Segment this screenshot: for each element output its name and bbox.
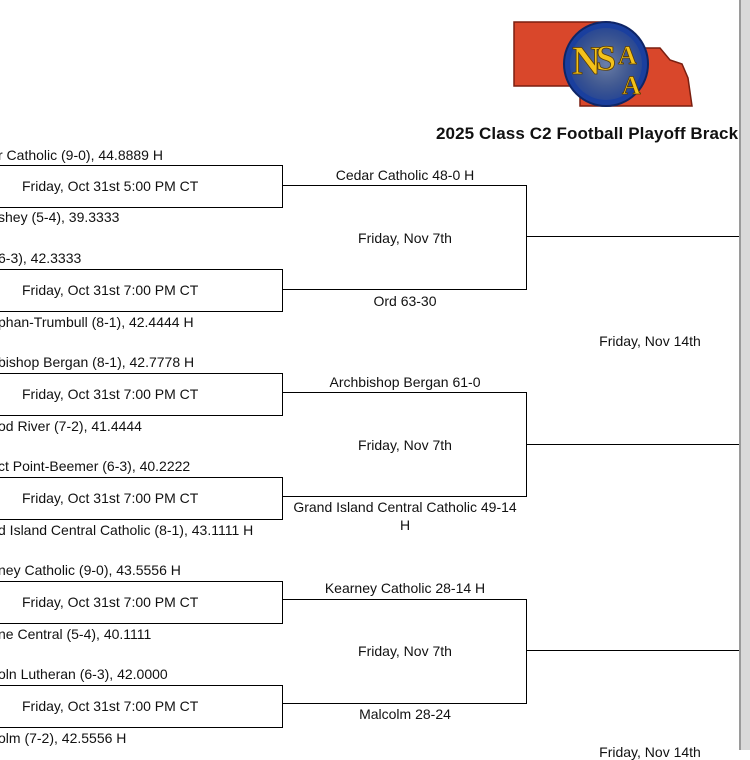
round2-connector: [526, 392, 527, 497]
round2-result: Ord 63-30: [373, 293, 437, 309]
logo-letter-a1: A: [618, 41, 637, 70]
game-time: Friday, Oct 31st 7:00 PM CT: [22, 594, 199, 610]
team-entry: ney Catholic (9-0), 43.5556 H: [0, 562, 181, 578]
nsaa-logo: N S A A: [510, 8, 695, 112]
round3-date: Friday, Nov 14th: [599, 744, 701, 760]
game-time: Friday, Oct 31st 7:00 PM CT: [22, 386, 199, 402]
round2-result: Grand Island Central Catholic 49-14: [293, 499, 517, 515]
logo-letter-s: S: [596, 38, 616, 78]
round2-bottom-line: [283, 496, 527, 497]
round2-top-line: [283, 392, 527, 393]
team-entry: d Island Central Catholic (8-1), 43.1111…: [0, 522, 254, 538]
game-time: Friday, Oct 31st 7:00 PM CT: [22, 490, 199, 506]
round2-date: Friday, Nov 7th: [358, 643, 452, 659]
round2-result: Malcolm 28-24: [359, 706, 451, 722]
team-entry: 6-3), 42.3333: [0, 250, 82, 266]
round2-connector: [526, 599, 527, 704]
round2-result: Archbishop Bergan 61-0: [329, 374, 481, 390]
round2-date: Friday, Nov 7th: [358, 437, 452, 453]
game-time: Friday, Oct 31st 7:00 PM CT: [22, 698, 199, 714]
round1-game-box: [0, 581, 283, 624]
round1-game-box: [0, 269, 283, 312]
team-entry: oln Lutheran (6-3), 42.0000: [0, 666, 168, 682]
round2-top-line: [283, 185, 527, 186]
round2-result: Cedar Catholic 48-0 H: [335, 167, 475, 183]
team-entry: olm (7-2), 42.5556 H: [0, 730, 127, 746]
round2-bottom-line: [283, 703, 527, 704]
round1-game-box: [0, 165, 283, 208]
team-entry: phan-Trumbull (8-1), 42.4444 H: [0, 314, 194, 330]
game-time: Friday, Oct 31st 5:00 PM CT: [22, 178, 199, 194]
round1-game-box: [0, 477, 283, 520]
page-title: 2025 Class C2 Football Playoff Brack: [436, 124, 739, 143]
round3-line: [527, 236, 739, 237]
page-edge-shadow: [739, 0, 741, 750]
round1-game-box: [0, 685, 283, 728]
logo-letter-a2: A: [622, 71, 641, 100]
round2-connector: [526, 185, 527, 290]
round3-date: Friday, Nov 14th: [599, 333, 701, 349]
page-edge: [741, 0, 750, 750]
logo-letter-n: N: [572, 38, 601, 83]
round2-date: Friday, Nov 7th: [358, 230, 452, 246]
round3-line: [527, 650, 739, 651]
round2-result-suffix: H: [399, 517, 411, 533]
team-entry: ne Central (5-4), 40.1111: [0, 626, 152, 642]
team-entry: r Catholic (9-0), 44.8889 H: [0, 147, 163, 163]
team-entry: bishop Bergan (8-1), 42.7778 H: [0, 354, 195, 370]
round2-result: Kearney Catholic 28-14 H: [324, 580, 486, 596]
game-time: Friday, Oct 31st 7:00 PM CT: [22, 282, 199, 298]
round2-top-line: [283, 599, 527, 600]
team-entry: ct Point-Beemer (6-3), 40.2222: [0, 458, 191, 474]
round3-line: [527, 444, 739, 445]
team-entry: od River (7-2), 41.4444: [0, 418, 142, 434]
round1-game-box: [0, 373, 283, 416]
round2-bottom-line: [283, 289, 527, 290]
team-entry: shey (5-4), 39.3333: [0, 209, 120, 225]
